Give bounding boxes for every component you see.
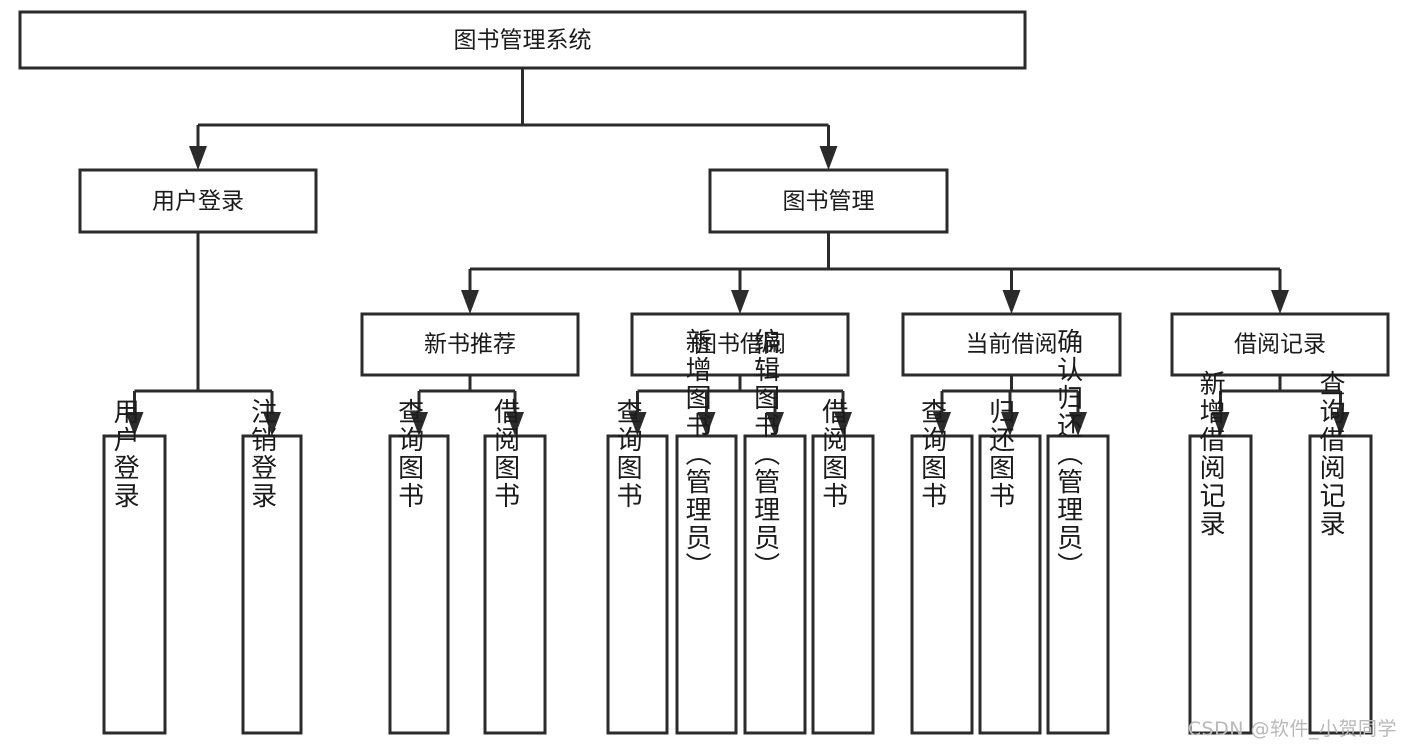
node-root[interactable]: 图书管理系统: [18, 10, 1027, 70]
node-leaf-query-book-1[interactable]: 查询图书: [388, 398, 450, 735]
node-root-box[interactable]: [18, 10, 1027, 70]
node-leaf-add-record[interactable]: 新增借阅记录: [1188, 370, 1253, 735]
node-borrow-record-box[interactable]: [1170, 312, 1390, 377]
node-leaf-borrow-book-2[interactable]: 借阅图书: [811, 398, 875, 735]
node-leaf-user-login[interactable]: 用户登录: [102, 398, 167, 735]
arrow-head-icon: [125, 412, 144, 436]
node-leaf-edit-book-box[interactable]: [743, 434, 807, 735]
node-book-manage-label: 图书管理: [783, 189, 875, 215]
node-leaf-confirm-return[interactable]: 确认归还（管理员）: [1046, 328, 1110, 735]
node-leaf-query-book-2[interactable]: 查询图书: [606, 398, 669, 735]
node-borrow-record-label: 借阅记录: [1234, 332, 1326, 358]
node-leaf-query-book-2-label: 查询图书: [612, 398, 642, 510]
node-leaf-query-book-1-label: 查询图书: [394, 398, 424, 510]
node-user-login-box[interactable]: [78, 168, 318, 234]
node-leaf-add-book[interactable]: 新增图书（管理员）: [675, 328, 738, 735]
node-leaf-query-book-3-label: 查询图书: [917, 398, 947, 510]
arrow-head-icon: [1001, 412, 1019, 436]
arrow-head-icon: [410, 412, 428, 436]
arrow-head-icon: [933, 412, 951, 436]
arrow-head-icon: [1271, 290, 1289, 314]
arrow-head-icon: [819, 146, 838, 170]
node-leaf-logout-login-label: 注销登录: [247, 398, 277, 510]
node-leaf-query-book-3-box[interactable]: [910, 434, 974, 735]
node-root-label: 图书管理系统: [454, 28, 592, 54]
node-leaf-add-book-label: 新增图书（管理员）: [681, 328, 711, 580]
node-new-book-recommend-label: 新书推荐: [424, 332, 516, 358]
node-leaf-confirm-return-label: 确认归还（管理员）: [1053, 328, 1083, 580]
node-book-borrow-label: 图书借阅: [694, 332, 786, 358]
leaf-node-layer: 用户登录 注销登录 查询图书 借阅图书 查询图书 新增图书（管理员） 编辑图书（管理员） 借阅…: [102, 328, 1373, 735]
arrow-head-icon: [461, 290, 479, 314]
arrow-head-icon: [1211, 412, 1230, 436]
node-leaf-confirm-return-box[interactable]: [1046, 434, 1110, 735]
node-user-login-label: 用户登录: [152, 189, 244, 215]
node-leaf-edit-book-label: 编辑图书（管理员）: [750, 328, 780, 580]
node-user-login[interactable]: 用户登录: [78, 168, 318, 234]
node-new-book-recommend-box[interactable]: [360, 312, 580, 377]
arrow-head-icon: [731, 290, 749, 314]
node-leaf-query-book-1-box[interactable]: [388, 434, 450, 735]
node-current-borrow-label: 当前借阅: [966, 332, 1058, 358]
arrow-head-icon: [628, 412, 647, 436]
node-leaf-user-login-label: 用户登录: [109, 398, 139, 510]
node-current-borrow-box[interactable]: [901, 312, 1122, 377]
arrow-head-icon: [834, 412, 852, 436]
connector-layer: [125, 68, 1350, 436]
node-borrow-record[interactable]: 借阅记录: [1170, 312, 1390, 377]
node-leaf-add-book-box[interactable]: [675, 434, 738, 735]
node-book-manage[interactable]: 图书管理: [708, 168, 949, 234]
node-leaf-return-book[interactable]: 归还图书: [978, 398, 1042, 735]
arrow-head-icon: [263, 412, 281, 436]
node-book-borrow[interactable]: 图书借阅: [630, 312, 850, 377]
node-book-manage-box[interactable]: [708, 168, 949, 234]
node-leaf-borrow-book-1[interactable]: 借阅图书: [483, 398, 547, 735]
node-leaf-return-book-label: 归还图书: [985, 398, 1015, 510]
node-leaf-borrow-book-1-label: 借阅图书: [490, 398, 520, 510]
node-leaf-logout-login[interactable]: 注销登录: [241, 398, 303, 735]
node-leaf-query-record[interactable]: 查询借阅记录: [1308, 370, 1373, 735]
node-leaf-add-record-box[interactable]: [1188, 434, 1253, 735]
node-leaf-query-book-2-box[interactable]: [606, 434, 669, 735]
arrow-head-icon: [697, 412, 716, 436]
arrow-head-icon: [1002, 290, 1021, 314]
node-leaf-borrow-book-2-box[interactable]: [811, 434, 875, 735]
node-leaf-query-book-3[interactable]: 查询图书: [910, 398, 974, 735]
node-book-borrow-box[interactable]: [630, 312, 850, 377]
node-leaf-edit-book[interactable]: 编辑图书（管理员）: [743, 328, 807, 735]
node-current-borrow[interactable]: 当前借阅: [901, 312, 1122, 377]
arrow-head-icon: [1331, 412, 1350, 436]
node-leaf-query-record-box[interactable]: [1308, 434, 1373, 735]
arrow-head-icon: [1069, 412, 1087, 436]
node-leaf-query-record-label: 查询借阅记录: [1315, 370, 1345, 538]
node-leaf-logout-login-box[interactable]: [241, 434, 303, 735]
arrow-head-icon: [766, 412, 784, 436]
node-leaf-borrow-book-1-box[interactable]: [483, 434, 547, 735]
node-new-book-recommend[interactable]: 新书推荐: [360, 312, 580, 377]
node-leaf-user-login-box[interactable]: [102, 434, 167, 735]
node-leaf-add-record-label: 新增借阅记录: [1195, 370, 1225, 538]
node-leaf-return-book-box[interactable]: [978, 434, 1042, 735]
node-leaf-borrow-book-2-label: 借阅图书: [818, 398, 848, 510]
arrow-head-icon: [189, 146, 207, 170]
arrow-head-icon: [506, 412, 524, 436]
